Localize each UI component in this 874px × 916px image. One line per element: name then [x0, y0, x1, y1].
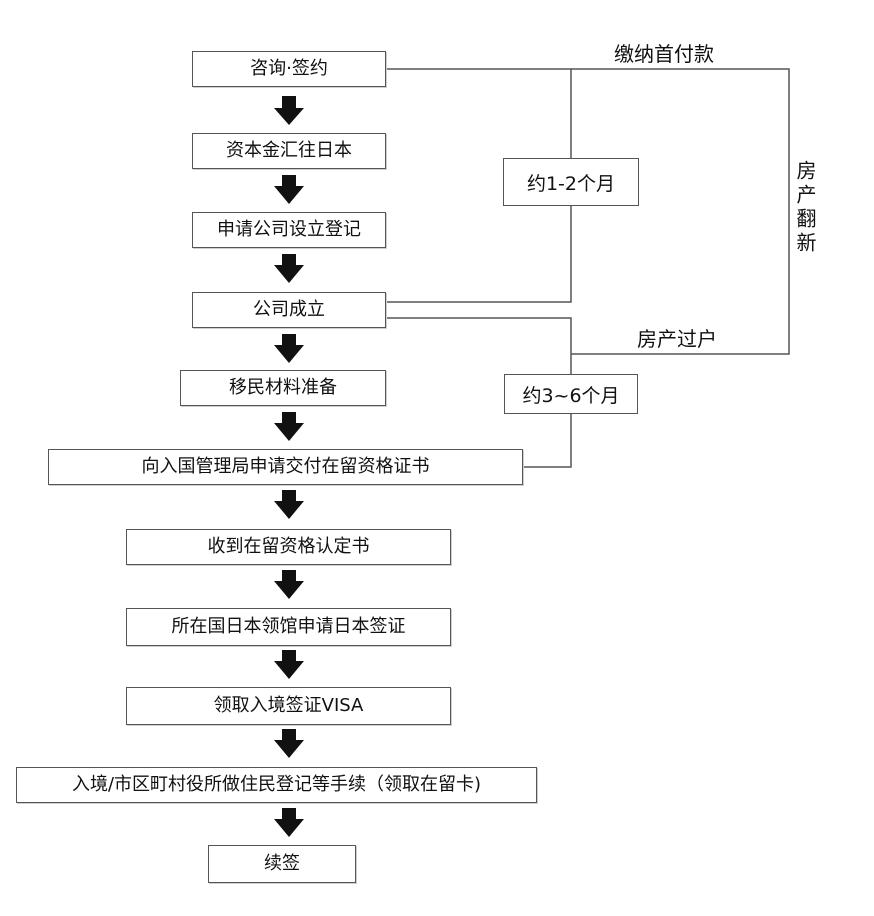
step-receive-coe: 收到在留资格认定书 [126, 529, 451, 565]
label-property-transfer: 房产过户 [637, 327, 717, 351]
down-arrow-1 [274, 96, 304, 125]
label-renovation: 房产翻新 [793, 160, 817, 256]
step-company-established: 公司成立 [192, 292, 386, 328]
down-arrow-9 [274, 729, 304, 758]
step-company-registration: 申请公司设立登记 [192, 212, 386, 248]
down-arrow-5 [274, 412, 304, 441]
step-apply-visa: 所在国日本领馆申请日本签证 [126, 608, 451, 646]
step-entry-registration: 入境/市区町村役所做住民登记等手续（领取在留卡) [16, 767, 537, 803]
step-capital-remit: 资本金汇往日本 [192, 133, 386, 169]
down-arrow-4 [274, 334, 304, 363]
step-receive-visa: 领取入境签证VISA [126, 687, 451, 725]
duration-note-2: 约3~6个月 [504, 374, 638, 414]
down-arrow-6 [274, 490, 304, 519]
step-immigration-docs: 移民材料准备 [180, 370, 386, 406]
step-renewal: 续签 [208, 845, 356, 883]
duration-note-1: 约1-2个月 [503, 158, 639, 206]
step-apply-coe: 向入国管理局申请交付在留资格证书 [48, 449, 523, 485]
bracket-line-renovation [571, 68, 790, 355]
down-arrow-2 [274, 175, 304, 204]
label-down-payment: 缴纳首付款 [614, 42, 714, 66]
down-arrow-7 [274, 570, 304, 599]
down-arrow-3 [274, 254, 304, 283]
step-consult-sign: 咨询·签约 [192, 51, 386, 87]
down-arrow-10 [274, 808, 304, 837]
down-arrow-8 [274, 650, 304, 679]
